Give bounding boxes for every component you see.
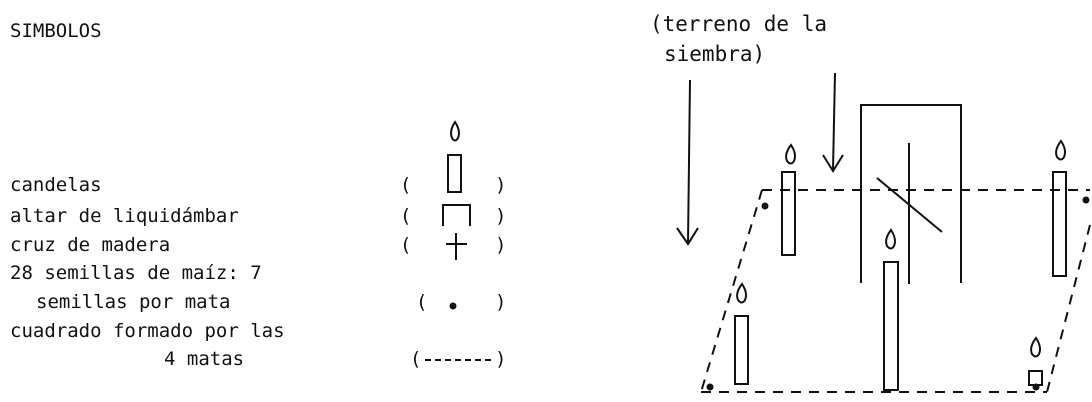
arrow-right (822, 72, 844, 173)
paren-open-cross: ( (400, 234, 412, 256)
cross (876, 143, 943, 284)
paren-open-altar: ( (400, 205, 412, 227)
legend-label-cuadrado-2: 4 matas (164, 348, 245, 370)
altar (860, 104, 962, 283)
paren-close-cross: ) (495, 234, 507, 256)
legend-label-cruz: cruz de madera (10, 234, 171, 256)
arrow-left (676, 79, 699, 246)
legend-seed-dot-icon (449, 302, 457, 310)
legend-label-candelas: candelas (10, 174, 102, 196)
candle-top-left (781, 143, 796, 256)
seed-dot-bottom-left (706, 383, 714, 391)
legend-label-altar: altar de liquidámbar (10, 205, 239, 227)
paren-close-square: ) (495, 348, 507, 370)
paren-close-altar: ) (495, 205, 507, 227)
candle-bottom-left (734, 282, 749, 385)
legend-candle-icon (447, 120, 462, 193)
paren-open-candle: ( (400, 174, 412, 196)
legend-label-cuadrado-1: cuadrado formado por las (10, 320, 285, 342)
candle-top-right (1052, 139, 1067, 277)
candle-bottom-right (1028, 336, 1043, 386)
paren-open-square: ( (410, 348, 422, 370)
legend-label-semillas-1: 28 semillas de maíz: 7 (10, 262, 262, 284)
candle-center (883, 228, 899, 391)
seed-dot-top-left (761, 202, 769, 210)
legend-label-semillas-2: semillas por mata (36, 291, 231, 313)
paren-open-seed: ( (416, 291, 428, 313)
seed-dot-top-right (1082, 196, 1090, 204)
paren-close-candle: ) (495, 174, 507, 196)
legend-altar-icon (442, 204, 471, 226)
legend-title: SIMBOLOS (10, 20, 102, 42)
legend-cross-icon (446, 233, 467, 260)
dashed-square (700, 189, 1091, 393)
annotation-siembra: siembra) (664, 42, 766, 66)
annotation-terreno: (terreno de la (650, 12, 828, 36)
paren-close-seed: ) (495, 291, 507, 313)
